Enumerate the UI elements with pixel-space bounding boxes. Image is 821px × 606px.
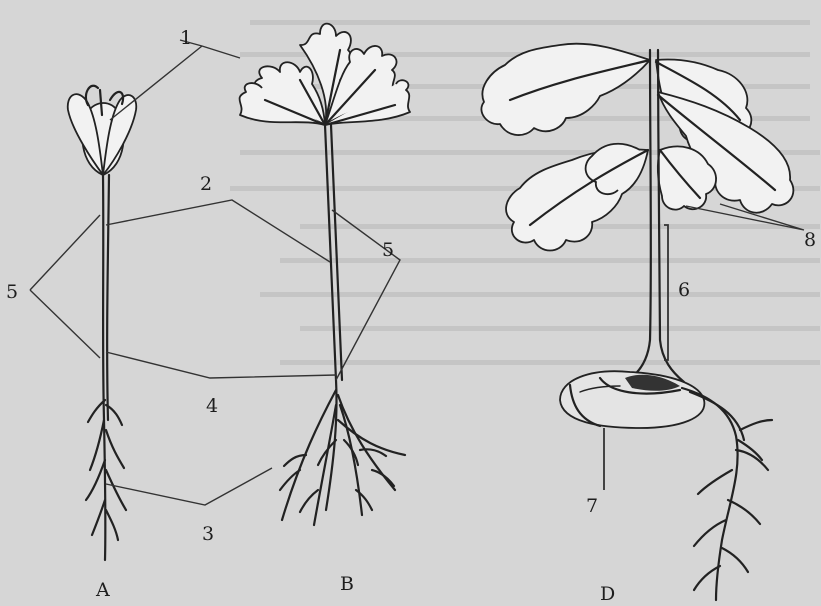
- plant-d-leaves: [481, 44, 793, 251]
- plant-b-roots: [280, 390, 405, 525]
- plant-b-leaves: [240, 24, 410, 125]
- label-1: 1: [180, 27, 192, 49]
- label-2: 2: [200, 173, 212, 195]
- label-5-right: 5: [382, 239, 394, 261]
- plant-b: [240, 24, 410, 525]
- plant-a-leaf-bud: [68, 86, 137, 175]
- label-d: D: [600, 583, 615, 605]
- label-7: 7: [586, 495, 598, 517]
- callout-line-5-left: [30, 215, 100, 358]
- label-a: A: [95, 579, 110, 601]
- label-8: 8: [804, 229, 816, 251]
- label-6: 6: [678, 279, 690, 301]
- label-4: 4: [206, 395, 218, 417]
- plant-d: [481, 44, 793, 600]
- plant-d-roots: [682, 388, 772, 600]
- callout-line-3: [106, 468, 272, 505]
- label-3: 3: [202, 523, 214, 545]
- label-b: B: [340, 573, 354, 595]
- callout-line-2: [106, 200, 330, 262]
- label-5-left: 5: [6, 281, 18, 303]
